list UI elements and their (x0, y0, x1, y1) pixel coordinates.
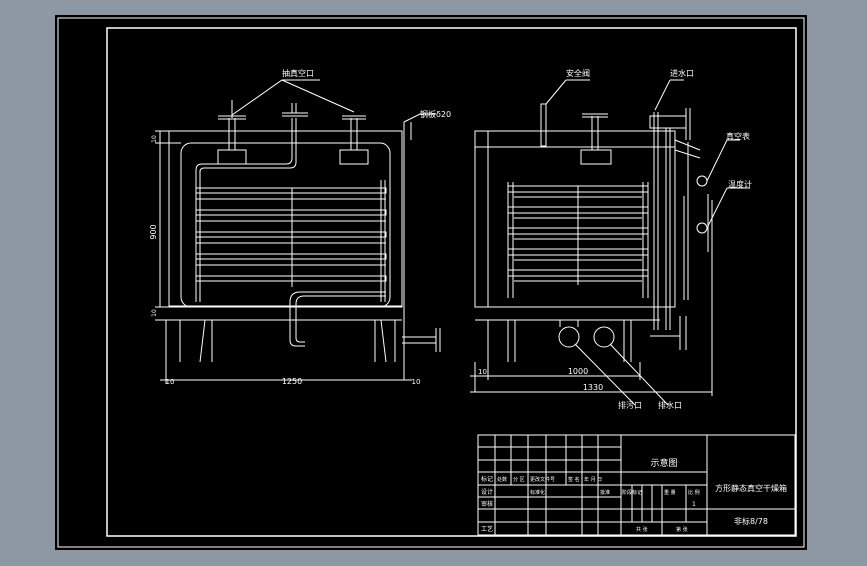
scale-value: 1 (692, 501, 696, 508)
side-dim-inner-width: 1000 (568, 367, 588, 376)
weight-label: 重 量 (664, 489, 676, 496)
title-drawing-number: 非标8/78 (734, 516, 768, 526)
front-dim-top-small: 10 (151, 135, 158, 143)
side-dim-total-width: 1330 (583, 383, 603, 392)
sheet-count: 共 张 (636, 526, 648, 533)
approve-label: 批准 (600, 489, 610, 496)
row-label-design: 设计 (481, 488, 493, 496)
outlet-label: 排水口 (658, 400, 682, 410)
outlet-valve-icon (593, 326, 615, 348)
drawing-sheet (55, 15, 807, 550)
title-product-name: 方形静态真空干燥箱 (715, 483, 787, 493)
row-label-mark: 标记 (481, 475, 493, 483)
header-date: 年 月 日 (584, 476, 602, 483)
drain-label: 排污口 (618, 400, 642, 410)
safety-valve (540, 103, 547, 147)
stage-label: 阶段标记 (622, 489, 642, 496)
header-sign: 签 名 (568, 476, 580, 483)
front-vacuum-box-left (217, 149, 247, 165)
outer-border (57, 17, 805, 548)
header-change-doc: 更改文件号 (530, 476, 555, 483)
front-view (155, 79, 441, 384)
vacuum-gauge-label: 真空表 (726, 131, 750, 141)
thermometer-label: 温度计 (728, 179, 752, 189)
front-dim-bottom-small: 10 (151, 309, 158, 317)
safety-valve-label: 安全阀 (566, 68, 590, 78)
inner-border (106, 27, 797, 537)
title-diagram: 示意图 (650, 457, 677, 469)
side-view (470, 79, 750, 406)
front-dim-left-small: 10 (166, 378, 175, 386)
side-shelves (507, 182, 649, 298)
std-label: 标准化 (530, 489, 545, 496)
row-label-process: 工艺 (481, 525, 493, 533)
sheet-num: 第 张 (676, 526, 688, 533)
scale-label: 比 例 (688, 489, 700, 496)
side-dim-left-small: 10 (478, 368, 487, 376)
inlet-label: 进水口 (670, 68, 694, 78)
front-dim-width: 1250 (282, 377, 302, 386)
header-zone: 分 区 (513, 476, 525, 483)
title-block (477, 434, 796, 536)
row-label-review: 审核 (481, 500, 493, 508)
header-count: 处数 (497, 476, 507, 483)
drain-valve-icon (558, 326, 580, 348)
front-thickness-label: 钢板δ20 (420, 109, 451, 119)
front-vacuum-port-label: 抽真空口 (282, 68, 314, 78)
front-vacuum-box-right (339, 149, 369, 165)
front-housing-inner (180, 142, 391, 308)
front-dim-height: 900 (149, 224, 158, 239)
front-dim-right-small: 10 (412, 378, 421, 386)
